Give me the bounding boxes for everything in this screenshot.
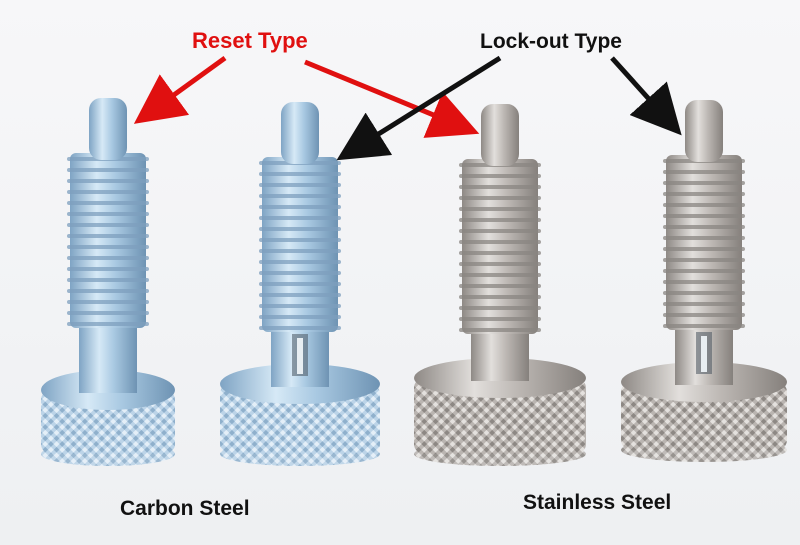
thread-groove xyxy=(67,289,149,293)
plunger-pin xyxy=(685,100,723,162)
thread-groove xyxy=(259,227,341,231)
thread-groove xyxy=(663,324,745,328)
thread-groove xyxy=(663,258,745,262)
thread-groove xyxy=(459,295,541,299)
threaded-body xyxy=(70,153,146,328)
thread-groove xyxy=(459,240,541,244)
plunger-shank xyxy=(79,328,137,393)
thread-groove xyxy=(259,194,341,198)
thread-groove xyxy=(459,174,541,178)
thread-groove xyxy=(259,282,341,286)
knob-bottom-edge xyxy=(41,442,175,466)
thread-groove xyxy=(459,218,541,222)
thread-groove xyxy=(663,280,745,284)
knob-bottom-edge xyxy=(220,442,380,466)
thread-groove xyxy=(259,315,341,319)
thread-groove xyxy=(67,256,149,260)
thread-groove xyxy=(259,326,341,330)
thread-groove xyxy=(259,260,341,264)
thread-groove xyxy=(67,322,149,326)
thread-groove xyxy=(459,251,541,255)
thread-groove xyxy=(663,247,745,251)
thread-groove xyxy=(67,179,149,183)
thread-groove xyxy=(67,300,149,304)
thread-groove xyxy=(663,214,745,218)
thread-groove xyxy=(67,190,149,194)
thread-groove xyxy=(259,238,341,242)
thread-groove xyxy=(459,306,541,310)
thread-groove xyxy=(663,225,745,229)
lockout-arrow-right xyxy=(610,56,682,136)
thread-groove xyxy=(259,216,341,220)
thread-groove xyxy=(67,212,149,216)
carbon-lockout-plunger xyxy=(220,102,380,466)
reset-type-label: Reset Type xyxy=(192,28,308,53)
thread-groove xyxy=(459,317,541,321)
threaded-body xyxy=(262,157,338,332)
thread-groove xyxy=(67,168,149,172)
lockout-arrow-left xyxy=(336,55,502,161)
knob-bottom-edge xyxy=(414,442,586,466)
carbon-steel-label: Carbon Steel xyxy=(120,497,250,520)
thread-groove xyxy=(663,203,745,207)
plunger-shank xyxy=(471,334,529,381)
thread-groove xyxy=(459,207,541,211)
plunger-pin xyxy=(89,98,127,160)
thread-groove xyxy=(459,196,541,200)
thread-groove xyxy=(67,234,149,238)
knurled-knob xyxy=(220,384,380,454)
thread-groove xyxy=(663,302,745,306)
thread-groove xyxy=(67,223,149,227)
plunger-pin xyxy=(281,102,319,164)
knob-bottom-edge xyxy=(621,438,787,462)
stainless-steel-label: Stainless Steel xyxy=(523,491,672,514)
lockout-type-label: Lock-out Type xyxy=(480,30,622,53)
thread-groove xyxy=(459,262,541,266)
thread-groove xyxy=(459,185,541,189)
thread-groove xyxy=(259,183,341,187)
thread-groove xyxy=(67,201,149,205)
reset-arrow-left xyxy=(133,55,227,124)
thread-groove xyxy=(663,170,745,174)
thread-groove xyxy=(459,328,541,332)
thread-groove xyxy=(459,284,541,288)
thread-groove xyxy=(259,304,341,308)
knurled-knob xyxy=(414,378,586,454)
lockout-slot-pin xyxy=(297,338,303,374)
threaded-body xyxy=(666,155,742,330)
thread-groove xyxy=(663,192,745,196)
stainless-reset-plunger xyxy=(414,104,586,466)
thread-groove xyxy=(663,291,745,295)
thread-groove xyxy=(663,236,745,240)
thread-groove xyxy=(459,229,541,233)
thread-groove xyxy=(67,267,149,271)
lockout-slot-pin xyxy=(701,336,707,372)
thread-groove xyxy=(259,293,341,297)
thread-groove xyxy=(663,181,745,185)
threaded-body xyxy=(462,159,538,334)
thread-groove xyxy=(67,245,149,249)
thread-groove xyxy=(663,269,745,273)
thread-groove xyxy=(67,278,149,282)
thread-groove xyxy=(259,205,341,209)
thread-groove xyxy=(259,172,341,176)
thread-groove xyxy=(259,271,341,275)
plunger-pin xyxy=(481,104,519,166)
thread-groove xyxy=(663,313,745,317)
stainless-lockout-plunger xyxy=(621,100,787,462)
carbon-reset-plunger xyxy=(41,98,175,466)
thread-groove xyxy=(459,273,541,277)
reset-arrow-right xyxy=(304,59,480,138)
thread-groove xyxy=(259,249,341,253)
thread-groove xyxy=(67,311,149,315)
